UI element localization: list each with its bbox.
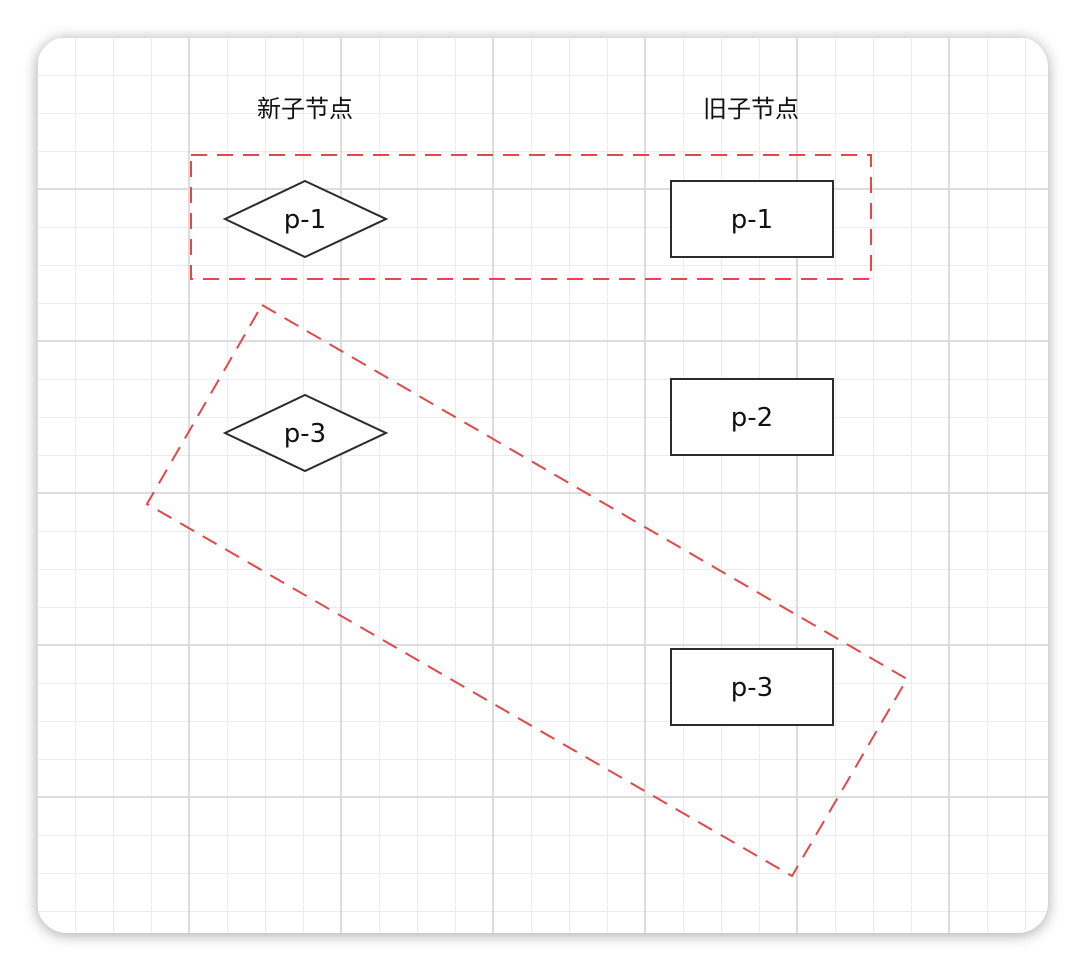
old-node-p3: p-3 xyxy=(670,648,834,726)
node-label: p-1 xyxy=(731,205,773,235)
old-node-p2: p-2 xyxy=(670,378,834,456)
node-label: p-2 xyxy=(731,403,773,433)
new-children-heading: 新子节点 xyxy=(257,95,353,123)
rectangle-shape xyxy=(670,180,834,258)
diagram-canvas xyxy=(37,37,1048,933)
node-label: p-3 xyxy=(284,419,326,449)
diamond-shape xyxy=(222,393,389,473)
new-node-p3: p-3 xyxy=(222,393,389,473)
old-children-heading: 旧子节点 xyxy=(703,95,799,123)
old-node-p1: p-1 xyxy=(670,180,834,258)
match-highlight-p3 xyxy=(145,303,909,878)
match-highlight-p1 xyxy=(190,154,872,280)
rectangle-shape xyxy=(670,378,834,456)
rectangle-shape xyxy=(670,648,834,726)
new-node-p1: p-1 xyxy=(222,179,389,259)
diamond-shape xyxy=(222,179,389,259)
node-label: p-1 xyxy=(284,205,326,235)
node-label: p-3 xyxy=(731,673,773,703)
